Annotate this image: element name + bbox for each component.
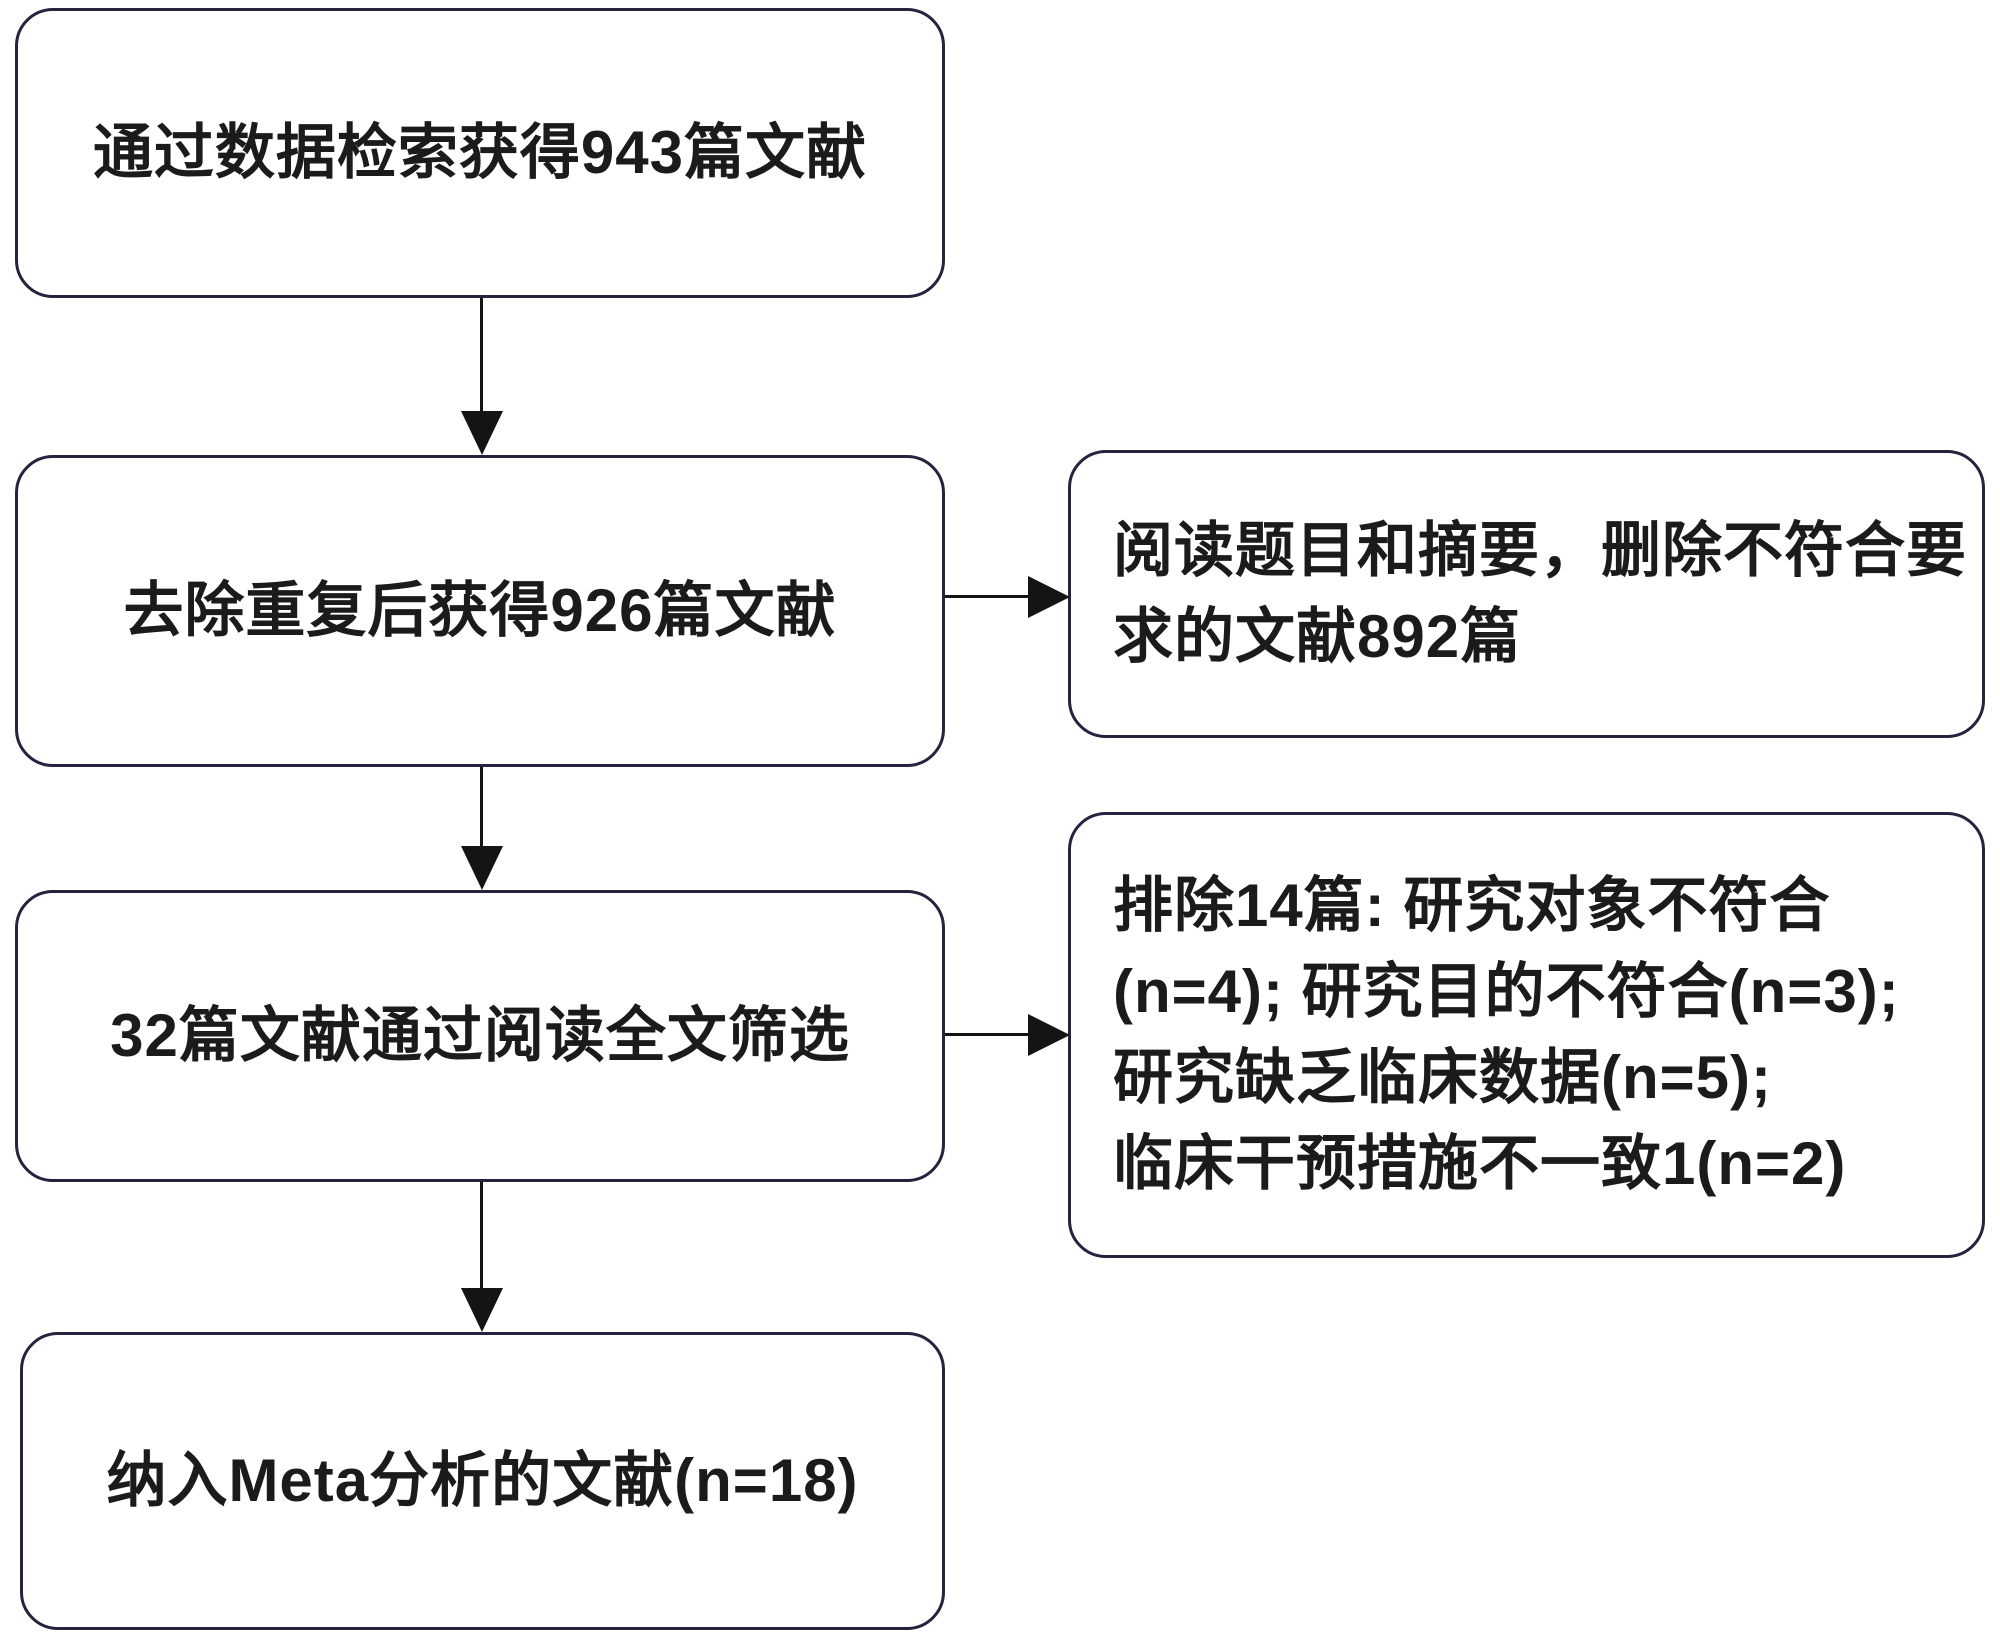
flow-box-database-search: 通过数据检索获得943篇文献: [15, 8, 945, 298]
arrow-line-fulltext-to-included: [480, 1182, 483, 1288]
flow-box-label: 32篇文献通过阅读全文筛选: [110, 1002, 850, 1069]
side-box-fulltext-exclusion: 排除14篇: 研究对象不符合 (n=4); 研究目的不符合(n=3); 研究缺乏…: [1068, 812, 1985, 1258]
flow-box-after-dedup: 去除重复后获得926篇文献: [15, 455, 945, 767]
side-box-line: 阅读题目和摘要，删除不符合要: [1113, 517, 1967, 584]
arrow-down-icon: [461, 411, 503, 455]
flow-box-label: 通过数据检索获得943篇文献: [92, 119, 868, 186]
flow-box-included-in-meta: 纳入Meta分析的文献(n=18): [20, 1332, 945, 1630]
side-box-title-abstract-exclusion: 阅读题目和摘要，删除不符合要 求的文献892篇: [1068, 450, 1985, 738]
arrow-down-icon: [461, 846, 503, 890]
side-box-line: 临床干预措施不一致1(n=2): [1113, 1130, 1847, 1197]
arrow-right-icon: [1028, 1014, 1070, 1056]
side-box-line: 求的文献892篇: [1113, 603, 1522, 670]
arrow-line-search-to-dedup: [480, 298, 483, 413]
arrow-line-fulltext-to-exclusion2: [945, 1033, 1030, 1036]
side-box-line: (n=4); 研究目的不符合(n=3);: [1113, 958, 1900, 1025]
side-box-line: 排除14篇: 研究对象不符合: [1113, 872, 1831, 939]
flow-box-fulltext-screen: 32篇文献通过阅读全文筛选: [15, 890, 945, 1182]
arrow-line-dedup-to-exclusion1: [945, 595, 1030, 598]
arrow-down-icon: [461, 1288, 503, 1332]
arrow-line-dedup-to-fulltext: [480, 767, 483, 848]
side-box-line: 研究缺乏临床数据(n=5);: [1113, 1044, 1772, 1111]
flow-box-label: 去除重复后获得926篇文献: [123, 577, 837, 644]
flow-box-label: 纳入Meta分析的文献(n=18): [106, 1447, 859, 1514]
arrow-right-icon: [1028, 576, 1070, 618]
